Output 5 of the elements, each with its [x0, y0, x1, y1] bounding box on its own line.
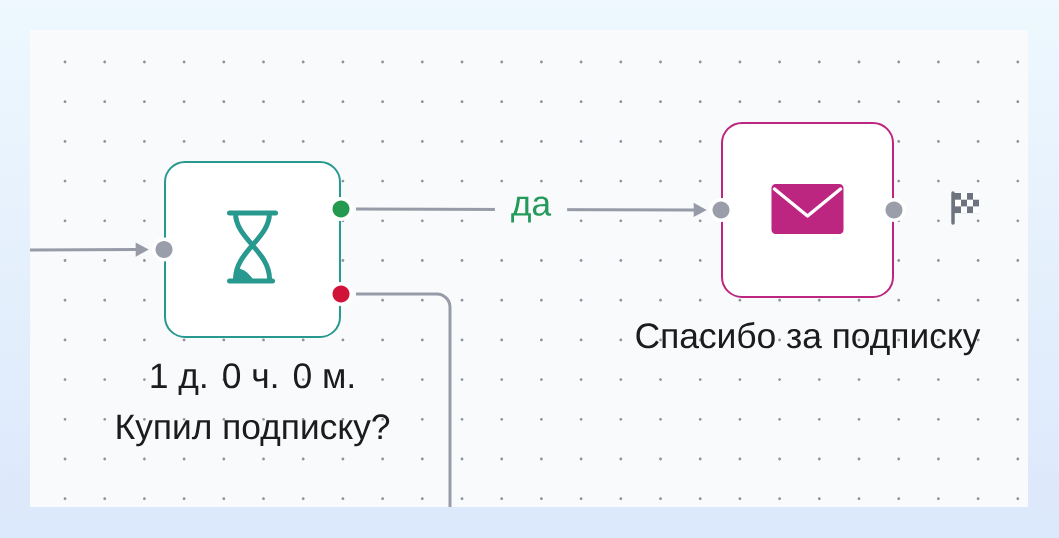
edge-label: да — [494, 195, 568, 224]
connector-line — [356, 292, 452, 507]
node-label: Спасибо за подписку — [636, 322, 981, 356]
node-label: Купил подписку? — [117, 414, 390, 447]
duration-text: 1 д. 0 ч. 0 м. — [151, 363, 353, 396]
